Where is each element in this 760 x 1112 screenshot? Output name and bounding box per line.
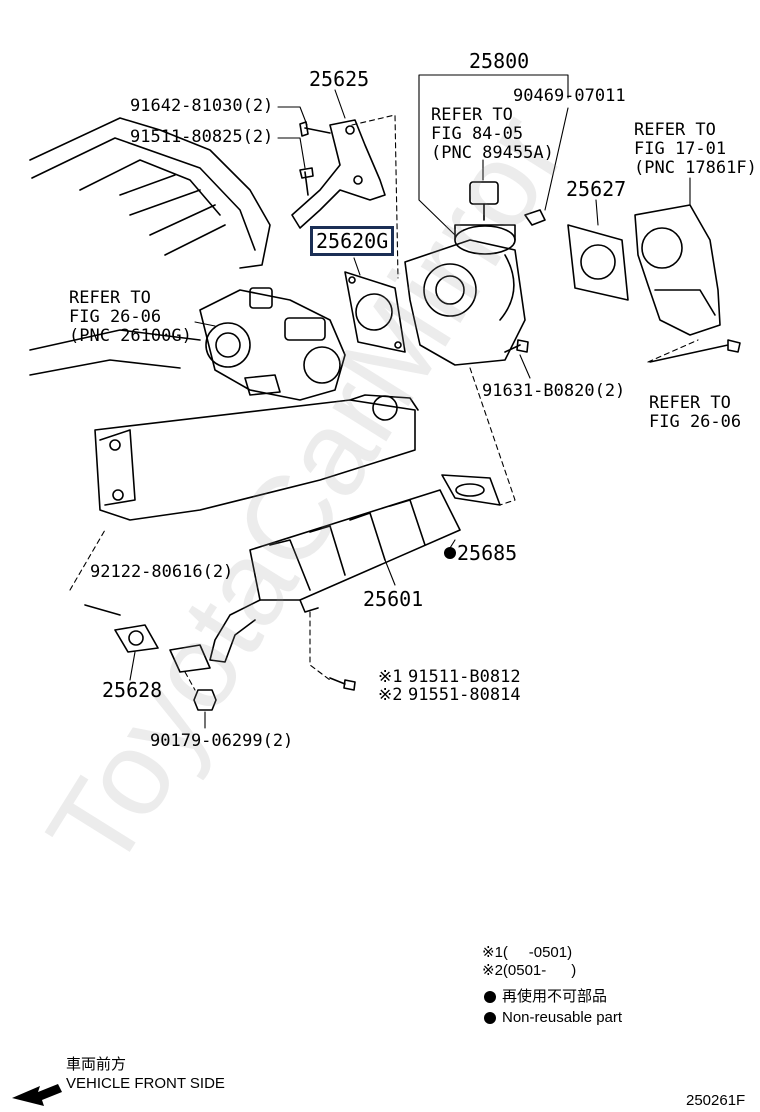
refer-fig17-line3: (PNC 17861F)	[634, 158, 757, 178]
refer-fig26a-line1: REFER TO	[69, 288, 151, 308]
refer-fig17-line1: REFER TO	[634, 120, 716, 140]
legend-bullet-en	[484, 1012, 496, 1024]
dashed-lines	[69, 114, 699, 691]
refer-fig26b-line2[interactable]: FIG 26-06	[649, 412, 742, 432]
bolt-91631-drawing	[504, 339, 529, 353]
gasket-25620G-drawing	[344, 271, 406, 353]
egr-adapter-drawing	[634, 204, 721, 336]
bolt-91642-drawing	[299, 121, 331, 137]
egr-valve-drawing	[404, 181, 526, 366]
pipe-flange-drawing	[169, 644, 211, 673]
part-label-25800[interactable]: 25800	[469, 49, 530, 73]
part-label-90179[interactable]: 90179-06299(2)	[150, 731, 294, 751]
gasket-25685-drawing	[441, 474, 501, 506]
footnote-mark-2: ※2	[378, 685, 403, 705]
part-label-91642[interactable]: 91642-81030(2)	[130, 96, 274, 116]
front-label-en: VEHICLE FRONT SIDE	[66, 1075, 225, 1092]
intake-manifold-drawing	[94, 394, 419, 521]
throttle-body-drawing	[199, 287, 346, 401]
part-label-91511-B0812[interactable]: 91511-B0812	[408, 667, 521, 687]
part-label-25620G: 25620G	[316, 229, 389, 253]
clip-90469-drawing	[524, 209, 546, 226]
part-label-91551[interactable]: 91551-80814	[408, 685, 521, 705]
legend-note-2: ※2(0501- )	[482, 962, 577, 979]
highlighted-part-25620G[interactable]: 25620G	[310, 226, 395, 256]
leader-lines	[129, 74, 691, 729]
long-bolt-drawing	[649, 339, 741, 363]
front-label-jp: 車両前方	[66, 1056, 127, 1073]
refer-fig26b-line1: REFER TO	[649, 393, 731, 413]
refer-fig84-line2[interactable]: FIG 84-05	[431, 124, 524, 144]
legend-nonreusable-en: Non-reusable part	[502, 1009, 623, 1026]
gasket-25628-drawing	[114, 624, 159, 653]
refer-fig17-line2[interactable]: FIG 17-01	[634, 139, 727, 159]
part-label-25628[interactable]: 25628	[102, 678, 163, 702]
part-label-25685[interactable]: 25685	[457, 541, 518, 565]
legend-nonreusable-jp: 再使用不可部品	[502, 988, 608, 1005]
refer-fig84-line1: REFER TO	[431, 105, 513, 125]
refer-fig26a-line2[interactable]: FIG 26-06	[69, 307, 162, 327]
part-label-25625[interactable]: 25625	[309, 67, 370, 91]
part-label-90469[interactable]: 90469-07011	[513, 86, 626, 106]
front-direction-arrow	[12, 1084, 62, 1106]
part-label-92122[interactable]: 92122-80616(2)	[90, 562, 234, 582]
legend-bullet-jp	[484, 991, 496, 1003]
part-label-91511[interactable]: 91511-80825(2)	[130, 127, 274, 147]
egr-cooler-drawing	[209, 489, 461, 663]
bolt-91511B-drawing	[329, 677, 356, 691]
footnote-mark-1: ※1	[378, 667, 403, 687]
gasket-25627-drawing	[567, 224, 629, 301]
part-label-25627[interactable]: 25627	[566, 177, 627, 201]
figure-code: 250261F	[686, 1092, 746, 1109]
non-reusable-bullet-25685	[444, 547, 456, 559]
refer-fig26a-line3: (PNC 26100G)	[69, 326, 192, 346]
legend-note-1: ※1( -0501)	[482, 944, 573, 961]
part-label-25601[interactable]: 25601	[363, 587, 424, 611]
stud-92122-drawing	[84, 604, 121, 616]
refer-fig84-line3: (PNC 89455A)	[431, 143, 554, 163]
engine-block-outline	[29, 117, 271, 376]
bolt-91511-drawing	[299, 167, 314, 196]
bracket-25625-drawing	[291, 119, 386, 229]
part-label-91631[interactable]: 91631-B0820(2)	[482, 381, 626, 401]
nut-90179-drawing	[193, 689, 217, 711]
